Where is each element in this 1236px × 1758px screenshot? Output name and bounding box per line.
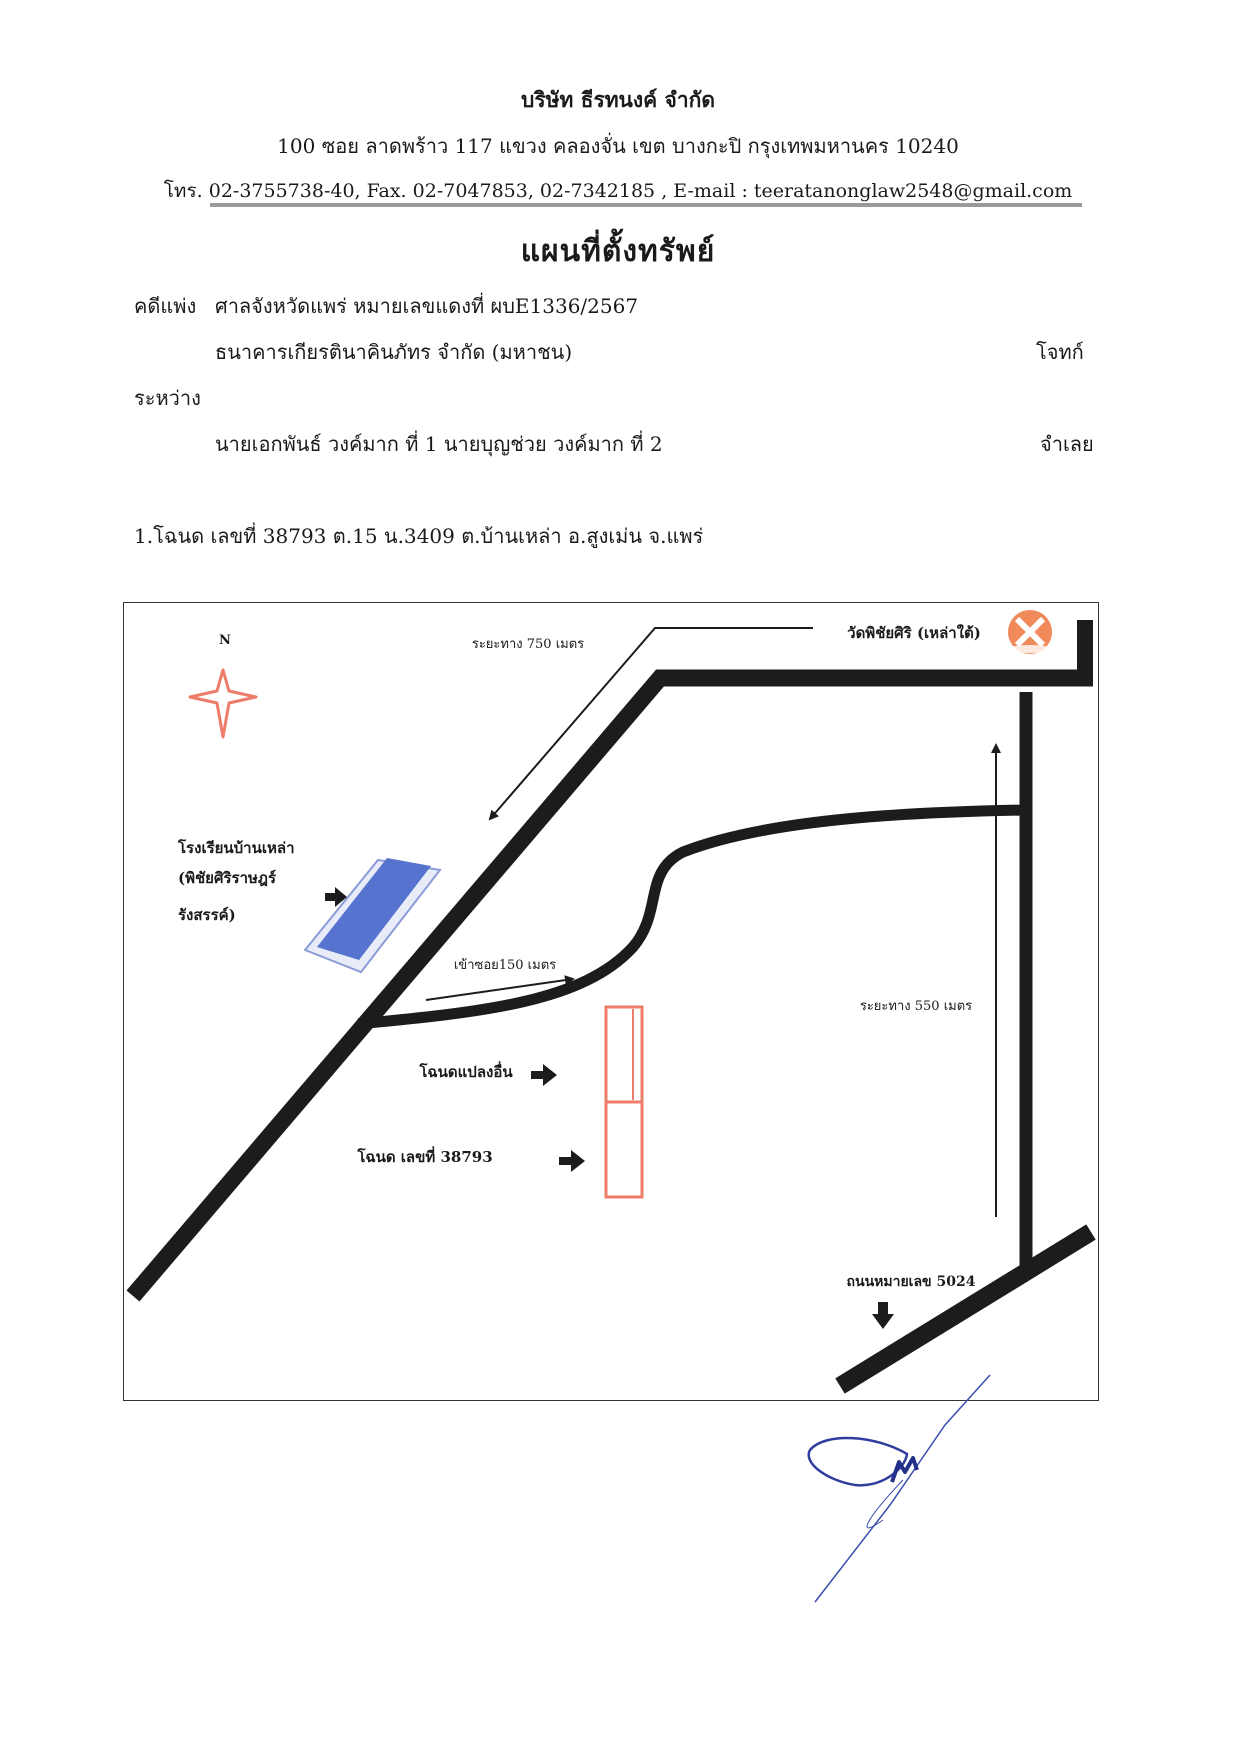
defendant-role: จำเลย (1040, 432, 1094, 456)
document-title: แผนที่ตั้งทรัพย์ (520, 234, 716, 269)
plaintiff-role: โจทก์ (1036, 340, 1084, 364)
main-road (126, 669, 1093, 1302)
school-label-line3: รังสรรค์) (178, 906, 236, 924)
company-address: 100 ซอย ลาดพร้าว 117 แขวง คลองจั่น เขต บ… (277, 134, 959, 158)
school-building-icon (303, 858, 442, 974)
deed-plot-38793 (604, 1100, 644, 1199)
court-and-case-number: ศาลจังหวัดแพร่ หมายเลขแดงที่ ผบE1336/256… (215, 294, 639, 318)
temple-label: วัดพิชัยศิริ (เหล่าใต้) (847, 624, 981, 642)
soi-150-label: เข้าซอย150 เมตร (454, 958, 556, 973)
soi-150-arrow (425, 975, 575, 1001)
company-name: บริษัท ธีรทนงค์ จำกัด (521, 87, 715, 112)
header-divider (210, 203, 1082, 207)
deed-description: 1.โฉนด เลขที่ 38793 ต.15 น.3409 ต.บ้านเห… (134, 524, 704, 548)
distance-750-arrow (488, 627, 813, 821)
road-5024-label: ถนนหมายเลข 5024 (847, 1274, 976, 1290)
other-plot (604, 1005, 644, 1104)
road-network (126, 620, 1096, 1394)
between-label: ระหว่าง (134, 386, 201, 410)
school-label-line2: (พิชัยศิริราษฎร์ (178, 869, 277, 887)
compass-rose-icon (188, 668, 258, 739)
school-pointer-arrow (325, 887, 347, 907)
soi-road (357, 804, 1027, 1030)
road-5024 (835, 1224, 1096, 1394)
school-label-line1: โรงเรียนบ้านเหล่า (177, 838, 295, 857)
location-map: N ระยะทาง 750 เมตร วัดพิชัยศิริ (เหล่าใต… (126, 610, 1096, 1394)
road-5024-pointer-arrow (872, 1302, 894, 1329)
deed-plot-pointer-arrow (559, 1150, 585, 1172)
north-label: N (219, 633, 231, 648)
plaintiff-name: ธนาคารเกียรตินาคินภัทร จำกัด (มหาชน) (215, 340, 573, 364)
deed-plot-label: โฉนด เลขที่ 38793 (356, 1146, 492, 1166)
distance-550-label: ระยะทาง 550 เมตร (860, 999, 972, 1014)
company-contact: โทร. 02-3755738-40, Fax. 02-7047853, 02-… (163, 180, 1073, 202)
signature-mark (807, 1374, 991, 1603)
defendant-names: นายเอกพันธ์ วงค์มาก ที่ 1 นายบุญช่วย วงค… (215, 432, 663, 456)
other-plot-pointer-arrow (531, 1064, 557, 1086)
other-plot-label: โฉนดแปลงอื่น (418, 1061, 513, 1081)
case-type-label: คดีแพ่ง (134, 294, 197, 318)
map-frame (123, 602, 1099, 1401)
distance-750-label: ระยะทาง 750 เมตร (472, 637, 584, 652)
temple-icon (1008, 610, 1052, 654)
